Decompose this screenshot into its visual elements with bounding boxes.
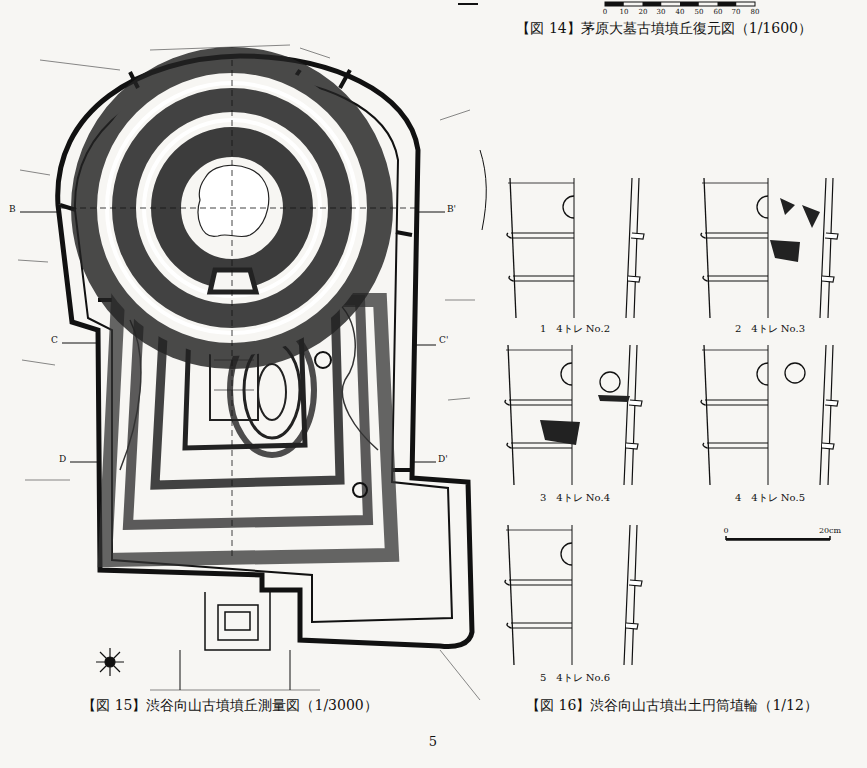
specimen-label: 2 4トレ No.3	[734, 323, 806, 335]
scale-number: 0	[723, 526, 728, 535]
section-letter: D'	[437, 454, 449, 464]
specimen-label: 3 4トレ No.4	[539, 492, 611, 504]
figure-caption: 【図 15】渋谷向山古墳墳丘測量図（1/3000）	[82, 697, 378, 713]
scale-number: 80	[751, 8, 760, 16]
specimen-label: 5 4トレ No.6	[539, 672, 611, 684]
scale-number: 70	[732, 8, 741, 16]
scale-number: 20cm	[819, 526, 841, 535]
fig14-scale	[458, 2, 755, 6]
page-number: 5	[429, 735, 437, 750]
haniwa-drawings	[505, 178, 838, 665]
section-letter: C'	[438, 335, 449, 345]
figure-caption: 【図 14】茅原大墓古墳墳丘復元図（1/1600）	[516, 20, 812, 36]
scale-number: 30	[657, 8, 666, 16]
section-letter: B	[8, 204, 17, 214]
scale-number: 60	[714, 8, 723, 16]
figure-caption: 【図 16】渋谷向山古墳出土円筒埴輪（1/12）	[526, 697, 818, 713]
scale-number: 10	[620, 8, 629, 16]
specimen-label: 4 4トレ No.5	[734, 492, 806, 504]
tomb-survey-map	[18, 45, 480, 700]
section-letter: C	[50, 335, 59, 345]
section-letter: B'	[446, 204, 457, 214]
scale-number: 40	[676, 8, 685, 16]
fig14-fragment	[480, 150, 486, 230]
section-letter: D	[58, 454, 67, 464]
specimen-label: 1 4トレ No.2	[539, 323, 611, 335]
scale-number: 50	[695, 8, 704, 16]
scale-number: 0	[603, 8, 607, 16]
scale-number: 20	[639, 8, 648, 16]
